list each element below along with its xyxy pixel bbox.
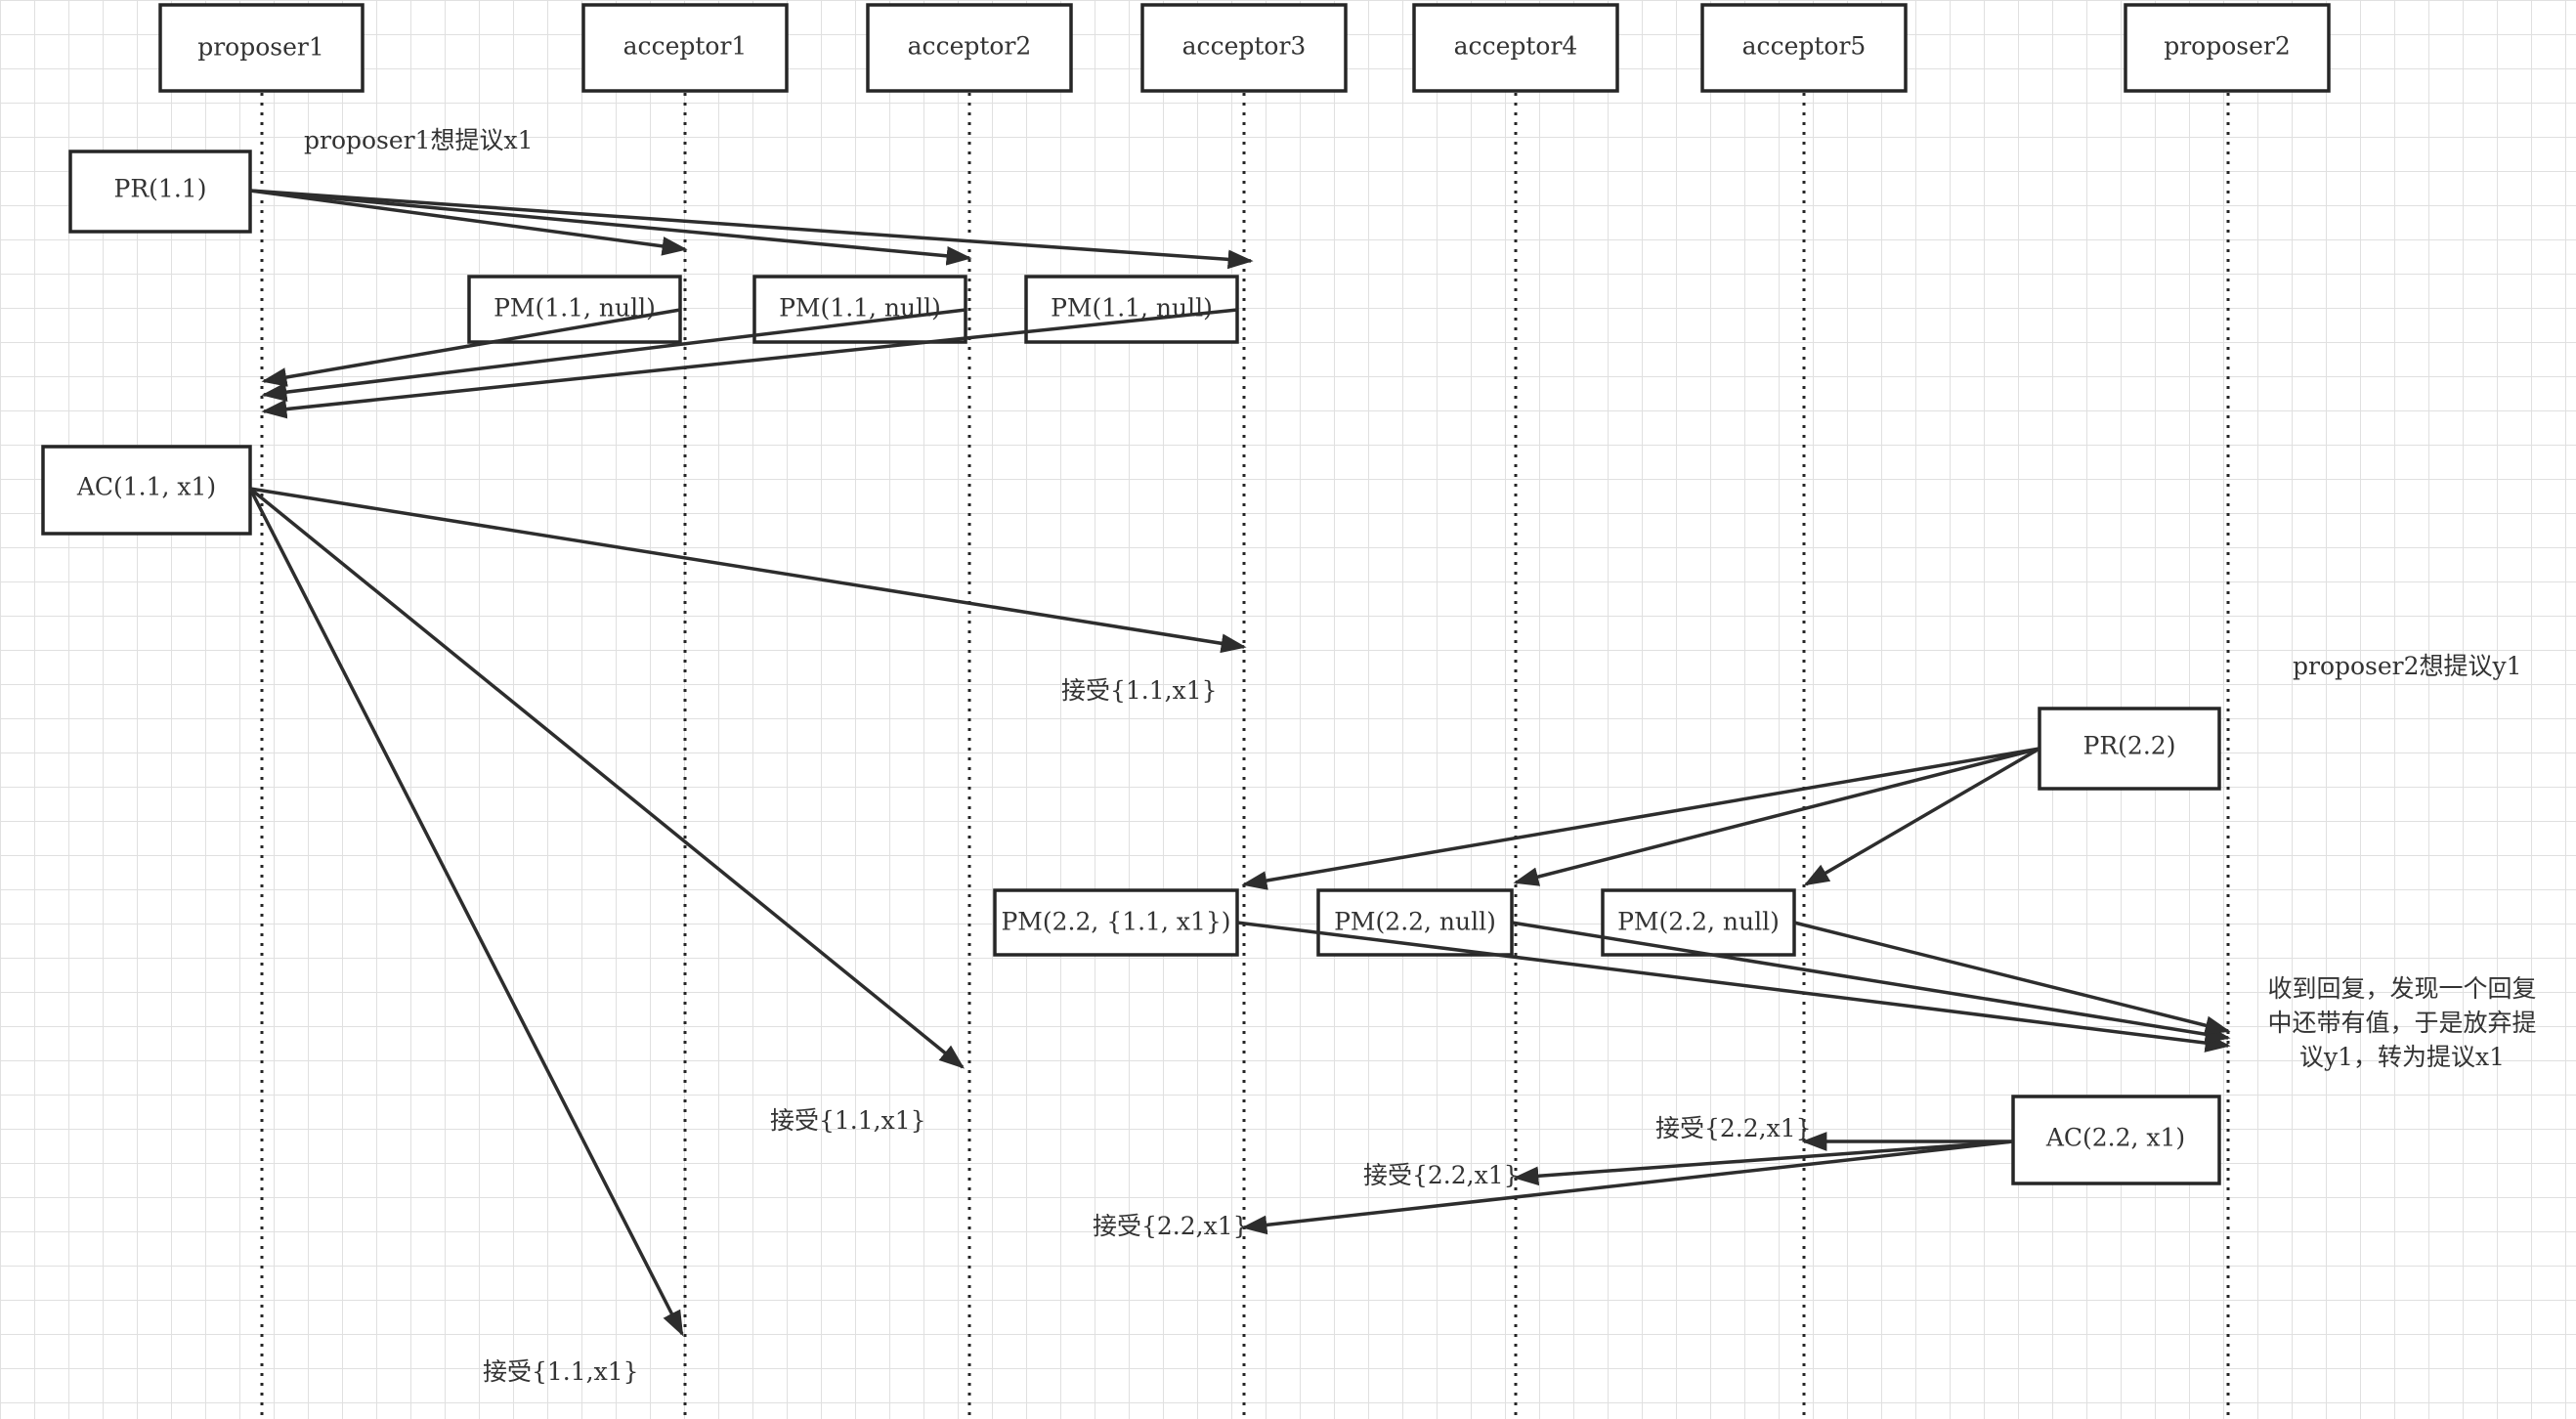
arrow-pm2-acceptor3-to-proposer2 <box>1236 921 2231 1053</box>
arrow-ac2-to-acceptor4 <box>1513 1140 2014 1186</box>
note-proposer2-intent: proposer2想提议y1 <box>2293 652 2522 680</box>
arrows-prepare-1-1 <box>249 189 1254 270</box>
arrow-pm-acceptor1-to-proposer1 <box>261 308 681 387</box>
participant-acceptor4[interactable]: acceptor4 <box>1412 3 1619 93</box>
arrow-pm-acceptor2-to-proposer1 <box>261 308 966 402</box>
arrows-promise-1-1 <box>261 308 1238 419</box>
message-pm-acceptor1[interactable]: PM(1.1, null) <box>467 275 682 344</box>
arrow-ac-to-acceptor3 <box>249 487 1247 654</box>
note-switch-line3: 议y1，转为提议x1 <box>2299 1043 2505 1071</box>
note-proposer2-switch: 收到回复，发现一个回复 中还带有值，于是放弃提 议y1，转为提议x1 <box>2267 974 2536 1071</box>
message-ac-1-1[interactable]: AC(1.1, x1) <box>41 445 252 536</box>
message-label: PM(2.2, null) <box>1617 908 1780 936</box>
participant-label: acceptor3 <box>1182 32 1307 61</box>
message-label: AC(1.1, x1) <box>76 473 216 501</box>
participant-label: proposer2 <box>2164 32 2291 61</box>
arrow-pm2-acceptor5-to-proposer2 <box>1793 921 2231 1035</box>
participant-label: acceptor1 <box>623 32 748 61</box>
message-ac-2-2[interactable]: AC(2.2, x1) <box>2011 1095 2221 1185</box>
arrows-prepare-2-2 <box>1241 747 2040 890</box>
arrow-pr-to-acceptor3 <box>249 189 1254 270</box>
message-label: PM(2.2, {1.1, x1}) <box>1001 908 1230 936</box>
accept-label-acceptor1-first: 接受{1.1,x1} <box>483 1357 639 1386</box>
participant-label: acceptor4 <box>1454 32 1578 61</box>
message-label: PM(1.1, null) <box>779 294 941 322</box>
arrows-promise-2-2 <box>1236 921 2231 1053</box>
arrow-pr-to-acceptor2 <box>249 189 972 266</box>
message-pr-2-2[interactable]: PR(2.2) <box>2038 707 2221 791</box>
arrows-accept-2-2 <box>1241 1132 2014 1235</box>
message-pm-acceptor3[interactable]: PM(1.1, null) <box>1024 275 1239 344</box>
participant-acceptor2[interactable]: acceptor2 <box>866 3 1073 93</box>
participant-proposer2[interactable]: proposer2 <box>2124 3 2331 93</box>
participant-label: proposer1 <box>197 33 324 62</box>
arrow-pr2-to-acceptor3 <box>1241 747 2040 890</box>
message-label: PM(1.1, null) <box>1051 294 1213 322</box>
arrow-ac2-to-acceptor3 <box>1241 1140 2014 1235</box>
participant-acceptor1[interactable]: acceptor1 <box>581 3 789 93</box>
arrow-ac-to-acceptor2 <box>248 487 966 1069</box>
accept-label-acceptor5-second: 接受{2.2,x1} <box>1655 1114 1812 1142</box>
arrow-pr2-to-acceptor5 <box>1803 747 2040 886</box>
arrows-accept-1-1 <box>248 487 1247 1337</box>
note-switch-line1: 收到回复，发现一个回复 <box>2267 974 2536 1003</box>
participant-proposer1[interactable]: proposer1 <box>158 3 365 93</box>
arrow-ac-to-acceptor1 <box>248 488 684 1337</box>
accept-label-acceptor3-second: 接受{2.2,x1} <box>1093 1212 1249 1240</box>
message-pm2-acceptor3[interactable]: PM(2.2, {1.1, x1}) <box>993 888 1239 957</box>
message-label: AC(2.2, x1) <box>2045 1124 2185 1152</box>
message-pr-1-1[interactable]: PR(1.1) <box>68 150 252 234</box>
arrow-pr-to-acceptor1 <box>249 189 688 256</box>
participant-acceptor5[interactable]: acceptor5 <box>1700 3 1908 93</box>
message-label: PR(1.1) <box>114 175 207 203</box>
accept-label-acceptor2-first: 接受{1.1,x1} <box>770 1106 926 1135</box>
participant-label: acceptor5 <box>1742 32 1867 61</box>
message-pm2-acceptor5[interactable]: PM(2.2, null) <box>1601 888 1796 957</box>
message-label: PR(2.2) <box>2083 732 2176 760</box>
message-label: PM(2.2, null) <box>1334 908 1496 936</box>
participant-acceptor3[interactable]: acceptor3 <box>1140 3 1348 93</box>
accept-label-acceptor3-first: 接受{1.1,x1} <box>1061 676 1218 705</box>
participant-label: acceptor2 <box>908 32 1032 61</box>
arrow-pm-acceptor3-to-proposer1 <box>261 308 1238 419</box>
arrow-pr2-to-acceptor4 <box>1513 747 2040 886</box>
arrow-pm2-acceptor4-to-proposer2 <box>1511 921 2231 1045</box>
note-proposer1-intent: proposer1想提议x1 <box>304 126 534 154</box>
accept-label-acceptor4-second: 接受{2.2,x1} <box>1363 1161 1520 1189</box>
note-switch-line2: 中还带有值，于是放弃提 <box>2267 1009 2536 1037</box>
